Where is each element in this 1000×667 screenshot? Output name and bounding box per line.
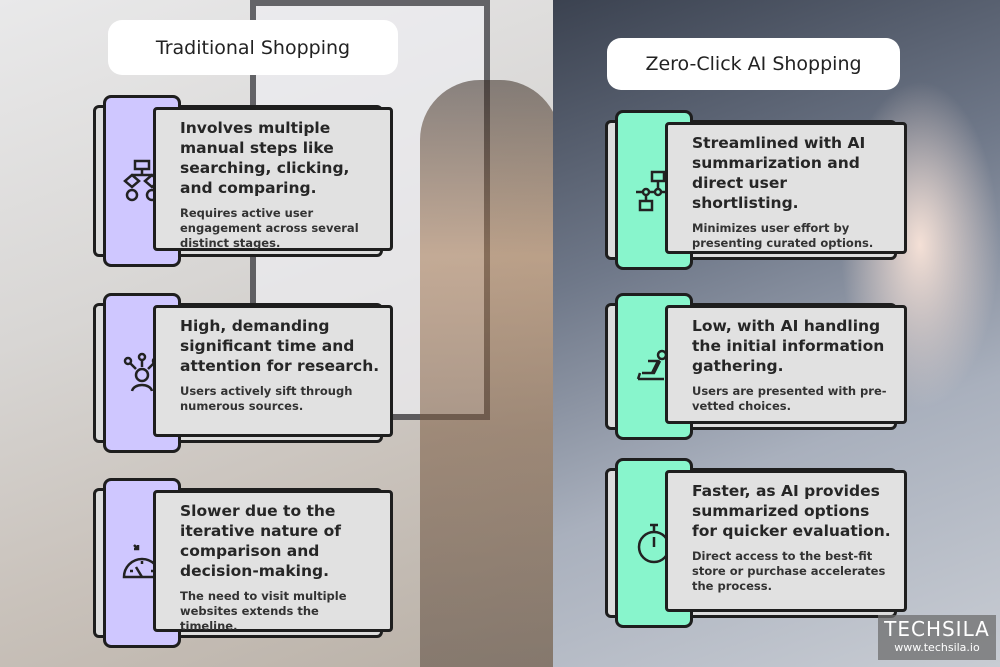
card-sub-text: The need to visit multiple websites exte… bbox=[180, 589, 347, 633]
person-network-icon bbox=[123, 352, 161, 392]
card-main-text: Streamlined with AI summarization and di… bbox=[692, 134, 866, 212]
ai-effort-card: Low, with AI handling the initial inform… bbox=[605, 293, 907, 440]
ai-steps-card: Streamlined with AI summarization and di… bbox=[605, 110, 907, 270]
card-sub-text: Requires active user engagement across s… bbox=[180, 206, 359, 250]
traditional-steps-card: Involves multiple manual steps like sear… bbox=[93, 95, 393, 267]
card-main-text: Low, with AI handling the initial inform… bbox=[692, 317, 885, 375]
card-sub-text: Minimizes user effort by presenting cura… bbox=[692, 221, 874, 250]
traditional-shopping-title: Traditional Shopping bbox=[108, 20, 398, 75]
card-main-text: Faster, as AI provides summarized option… bbox=[692, 482, 891, 540]
logo-url: www.techsila.io bbox=[894, 641, 980, 654]
traditional-speed-card: Slower due to the iterative nature of co… bbox=[93, 478, 393, 648]
card-main-text: Slower due to the iterative nature of co… bbox=[180, 502, 341, 580]
card-main-text: Involves multiple manual steps like sear… bbox=[180, 119, 350, 197]
ai-shopping-title: Zero-Click AI Shopping bbox=[607, 38, 900, 90]
workflow-arrow-icon bbox=[636, 170, 674, 212]
card-sub-text: Users are presented with pre-vetted choi… bbox=[692, 384, 887, 413]
techsila-logo: TECHSILA www.techsila.io bbox=[878, 615, 996, 660]
card-sub-text: Direct access to the best-fit store or p… bbox=[692, 549, 886, 593]
shopper-photo bbox=[420, 80, 560, 667]
card-main-text: High, demanding significant time and att… bbox=[180, 317, 380, 375]
card-sub-text: Users actively sift through numerous sou… bbox=[180, 384, 353, 413]
traditional-effort-card: High, demanding significant time and att… bbox=[93, 293, 393, 453]
logo-name: TECHSILA bbox=[884, 617, 990, 641]
ai-speed-card: Faster, as AI provides summarized option… bbox=[605, 458, 907, 628]
flowchart-decision-icon bbox=[123, 159, 161, 202]
